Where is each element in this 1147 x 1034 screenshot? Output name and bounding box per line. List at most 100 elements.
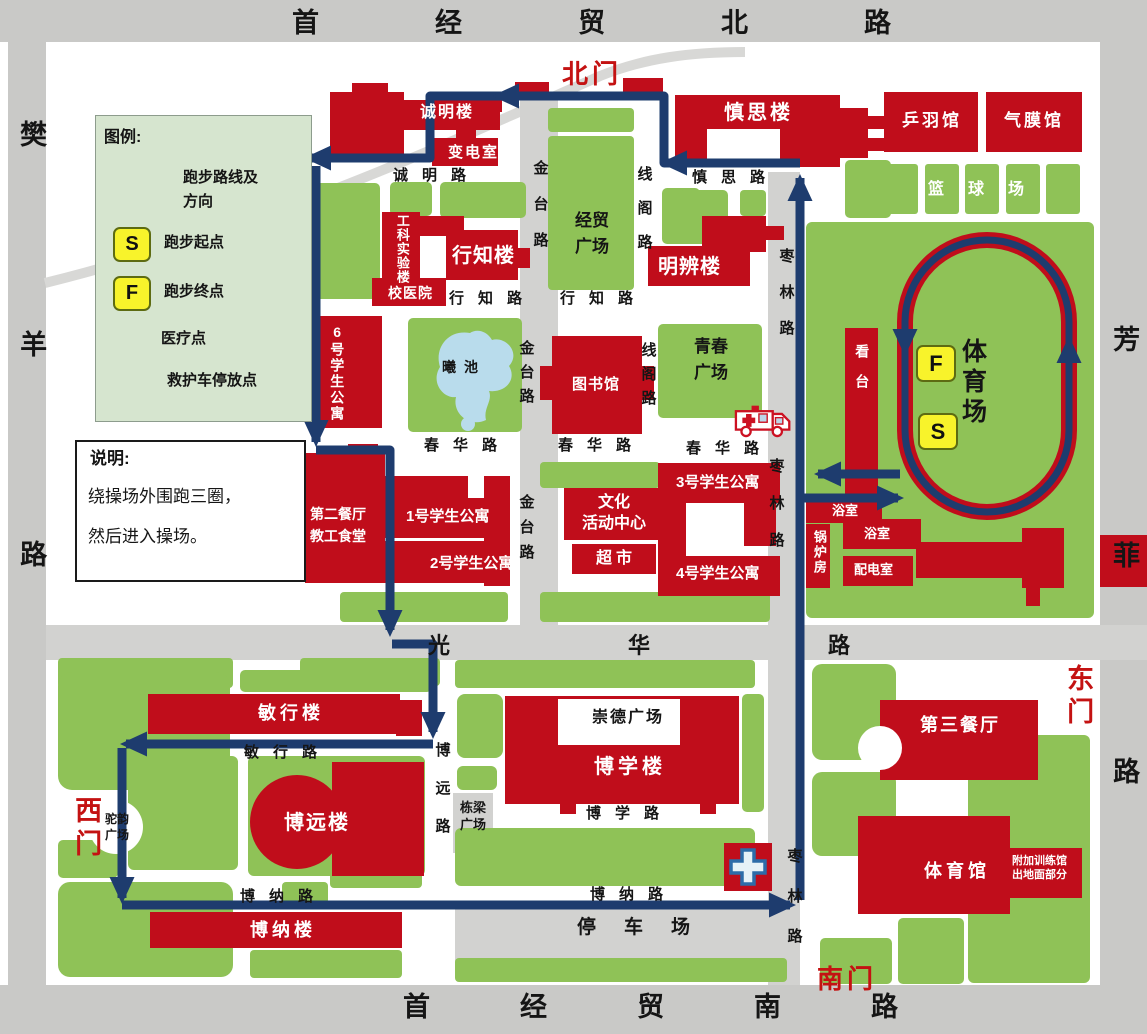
pond-xichi [436, 330, 514, 423]
building-far-right [1100, 535, 1147, 587]
road-chunhua-1: 春华路 [424, 437, 512, 454]
road-jintai-1: 金台路 [531, 160, 549, 268]
legend-route-label: 跑步路线及 方向 [183, 169, 259, 210]
label-guolufang: 锅炉房 [811, 530, 827, 575]
label-kantai: 看台 [854, 344, 871, 404]
road-xingzhi-1: 行知路 [449, 290, 537, 307]
label-jingmao: 经贸 广场 [575, 211, 609, 257]
road-minxing: 敏行路 [244, 744, 332, 761]
building-tushuguan [540, 336, 654, 434]
building-dining3 [880, 700, 1038, 780]
label-biandianshi: 变电室 [448, 144, 500, 161]
label-dorm6: 6号学生公寓 [329, 324, 346, 422]
label-xingzhilou: 行知楼 [452, 245, 515, 267]
stadium-track [897, 232, 1077, 520]
building-bath-boiler [806, 498, 921, 588]
label-boyuanlou: 博远楼 [284, 812, 350, 834]
gate-south: 南门 [817, 964, 878, 994]
road-zaolin-3: 枣林路 [785, 848, 803, 968]
label-gongke: 工科实验楼 [394, 214, 410, 284]
legend-finish-label: 跑步终点 [164, 283, 225, 300]
legend-finish-letter: F [125, 282, 139, 304]
road-fangfei: 芳菲路 [1109, 325, 1140, 973]
road-north: 首经贸北路 [292, 8, 1007, 38]
label-dining2: 第二餐厅 教工食堂 [310, 506, 366, 545]
building-chengminglou [330, 83, 502, 166]
label-tushuguan: 图书馆 [572, 376, 621, 393]
label-peidianshi: 配电室 [854, 562, 894, 577]
gate-west: 西门 [71, 796, 102, 862]
road-zaolin-1: 枣林路 [777, 248, 795, 356]
medical-point-icon [722, 841, 774, 893]
road-bona-2: 博纳路 [590, 886, 678, 903]
road-xiange-1: 线阁路 [635, 166, 653, 268]
label-dorm3: 3号学生公寓 [676, 474, 760, 491]
legend-ambulance-label: 救护车停放点 [167, 372, 258, 389]
label-lanqiu: 篮球场 [928, 181, 1049, 198]
building-boyuanlou [250, 762, 424, 876]
label-mingbianlou: 明辨楼 [658, 256, 721, 278]
road-south: 首经贸南路 [403, 992, 988, 1022]
chongde-plaza-cutout [558, 699, 680, 745]
label-dongliang: 栋梁 广场 [459, 800, 486, 832]
label-minxinglou: 敏行楼 [258, 703, 324, 723]
label-yushi-1: 浴室 [832, 503, 859, 518]
label-dorm2: 2号学生公寓 [430, 555, 514, 572]
road-xiange-2: 线阁路 [639, 342, 657, 414]
note-title: 说明: [90, 449, 130, 468]
label-bonalou: 博纳楼 [250, 920, 316, 940]
note-panel [75, 440, 306, 582]
note-line2: 然后进入操场。 [88, 527, 207, 546]
gate-north: 北门 [562, 59, 623, 89]
road-zaolin-2: 枣林路 [767, 458, 785, 569]
road-jintai-2: 金台路 [517, 340, 535, 412]
road-xingzhi-2: 行知路 [560, 290, 648, 307]
label-chaoshi: 超市 [596, 550, 637, 567]
label-tuoyun: 驼韵 广场 [104, 812, 129, 842]
label-chengminglou: 诚明楼 [420, 104, 475, 121]
start-letter: S [930, 418, 946, 444]
building-dorm2 [355, 541, 509, 583]
building-stadium-south [916, 528, 1064, 606]
legend-start-label: 跑步起点 [164, 234, 225, 251]
road-jintai-3: 金台路 [517, 494, 535, 569]
building-dorm3 [658, 463, 780, 560]
road-chengming: 诚明路 [393, 167, 481, 184]
label-tiyuchang: 体育场 [958, 338, 987, 428]
building-chaoshi [572, 544, 656, 574]
building-mingbianlou [648, 216, 784, 286]
building-shensilou [675, 95, 888, 167]
road-chunhua-3: 春华路 [686, 440, 774, 457]
road-guanghua: 光华路 [428, 633, 1029, 658]
tuoyun-plaza-circle [89, 800, 143, 854]
label-tiyuguan: 体育馆 [924, 861, 990, 881]
legend-title: 图例: [104, 129, 142, 146]
gate-east: 东门 [1063, 664, 1094, 730]
start-marker: S [918, 413, 958, 450]
label-wenhua: 文化 活动中心 [581, 494, 646, 532]
building-gongke-xingzhi [372, 212, 530, 306]
building-tiyuguan [858, 816, 1082, 914]
label-boxuelou: 博学楼 [594, 756, 666, 778]
label-parking: 停车场 [577, 917, 719, 938]
legend-panel [95, 115, 312, 422]
label-dorm4: 4号学生公寓 [676, 565, 760, 582]
label-xichi: 曦池 [442, 359, 486, 375]
road-bona-1: 博纳路 [240, 888, 328, 905]
road-boxue: 博学路 [586, 805, 674, 822]
finish-letter: F [929, 350, 943, 376]
label-qimoguan: 气膜馆 [1004, 111, 1064, 130]
kantai-stand [845, 328, 878, 520]
note-line1: 绕操场外围跑三圈， [88, 487, 241, 506]
running-route [117, 91, 900, 910]
building-dorm4 [658, 556, 780, 596]
finish-marker: F [916, 345, 956, 382]
label-dining3: 第三餐厅 [920, 715, 1000, 735]
road-shensi: 慎思路 [692, 169, 780, 186]
dining3-notch [858, 726, 902, 770]
label-fujia: 附加训练馆 出地面部分 [1012, 855, 1067, 882]
label-qingchun: 青春 广场 [694, 337, 728, 383]
label-chongde: 崇德广场 [592, 709, 665, 726]
